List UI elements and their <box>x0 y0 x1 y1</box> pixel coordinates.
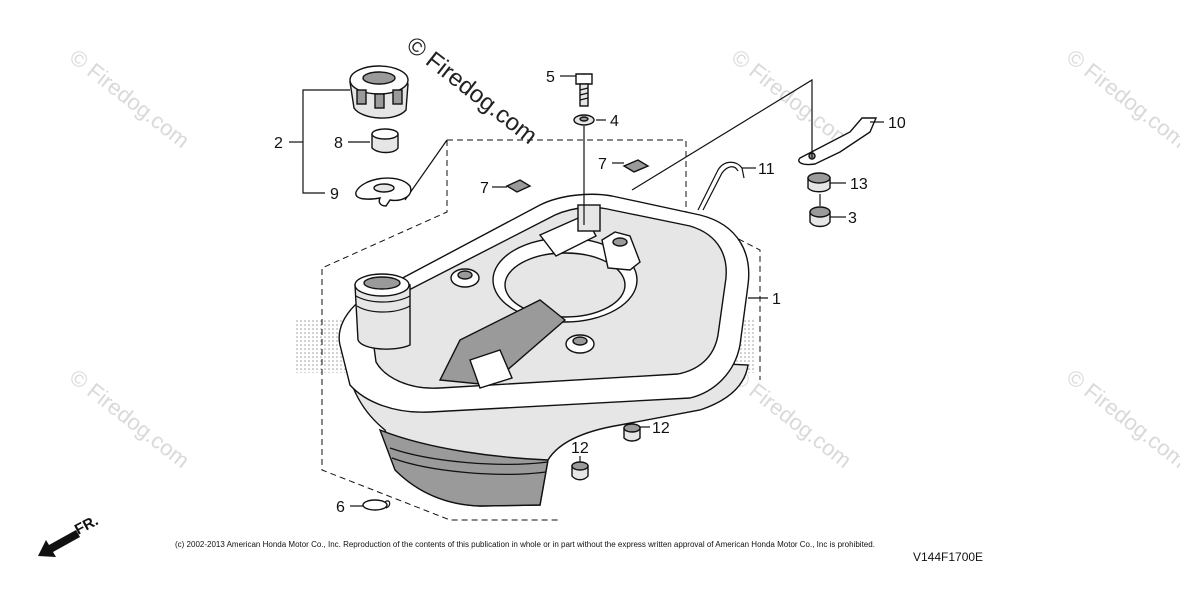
callout-1: 1 <box>772 291 781 308</box>
tube-clip <box>362 499 391 511</box>
watermark-tile: © Firedog.com <box>727 44 856 153</box>
callout-7b: 7 <box>598 156 607 173</box>
leader-lines <box>289 75 884 507</box>
cushion-pad <box>505 159 650 193</box>
stay-bracket <box>798 117 878 166</box>
callout-8: 8 <box>334 135 343 152</box>
copyright-notice: (c) 2002-2013 American Honda Motor Co., … <box>175 540 875 549</box>
callout-3: 3 <box>848 210 857 227</box>
callout-10: 10 <box>888 115 906 132</box>
callout-7a: 7 <box>480 180 489 197</box>
fuel-tank <box>338 193 750 507</box>
callout-9: 9 <box>330 186 339 203</box>
flange-nut <box>809 206 831 228</box>
callout-6: 6 <box>336 499 345 516</box>
callout-4: 4 <box>610 113 619 130</box>
watermark-tile: © Firedog.com <box>65 364 194 473</box>
watermark-tile: © Firedog.com <box>65 44 194 153</box>
cap-seal <box>371 128 399 154</box>
rubber-cushion <box>807 172 831 193</box>
tank-band <box>697 161 745 211</box>
washer <box>573 114 595 126</box>
watermark-tile: © Firedog.com <box>1062 44 1180 153</box>
callout-12b: 12 <box>571 440 589 457</box>
watermark-tile: © Firedog.com <box>727 364 856 473</box>
flange-bolt <box>575 73 593 107</box>
callouts: 1 2 3 4 5 6 7 7 8 9 10 11 12 12 13 <box>274 69 906 516</box>
fuel-cap <box>349 65 409 119</box>
cap-tether <box>355 177 412 207</box>
watermark-tile: © Firedog.com <box>1062 364 1180 473</box>
callout-12a: 12 <box>652 420 670 437</box>
diagram-code: V144F1700E <box>913 550 983 564</box>
callout-5: 5 <box>546 69 555 86</box>
front-direction-arrow: FR. <box>38 512 101 557</box>
callout-2: 2 <box>274 135 283 152</box>
callout-13: 13 <box>850 176 868 193</box>
watermark-main: © Firedog.com <box>401 31 542 149</box>
callout-11: 11 <box>758 161 775 178</box>
